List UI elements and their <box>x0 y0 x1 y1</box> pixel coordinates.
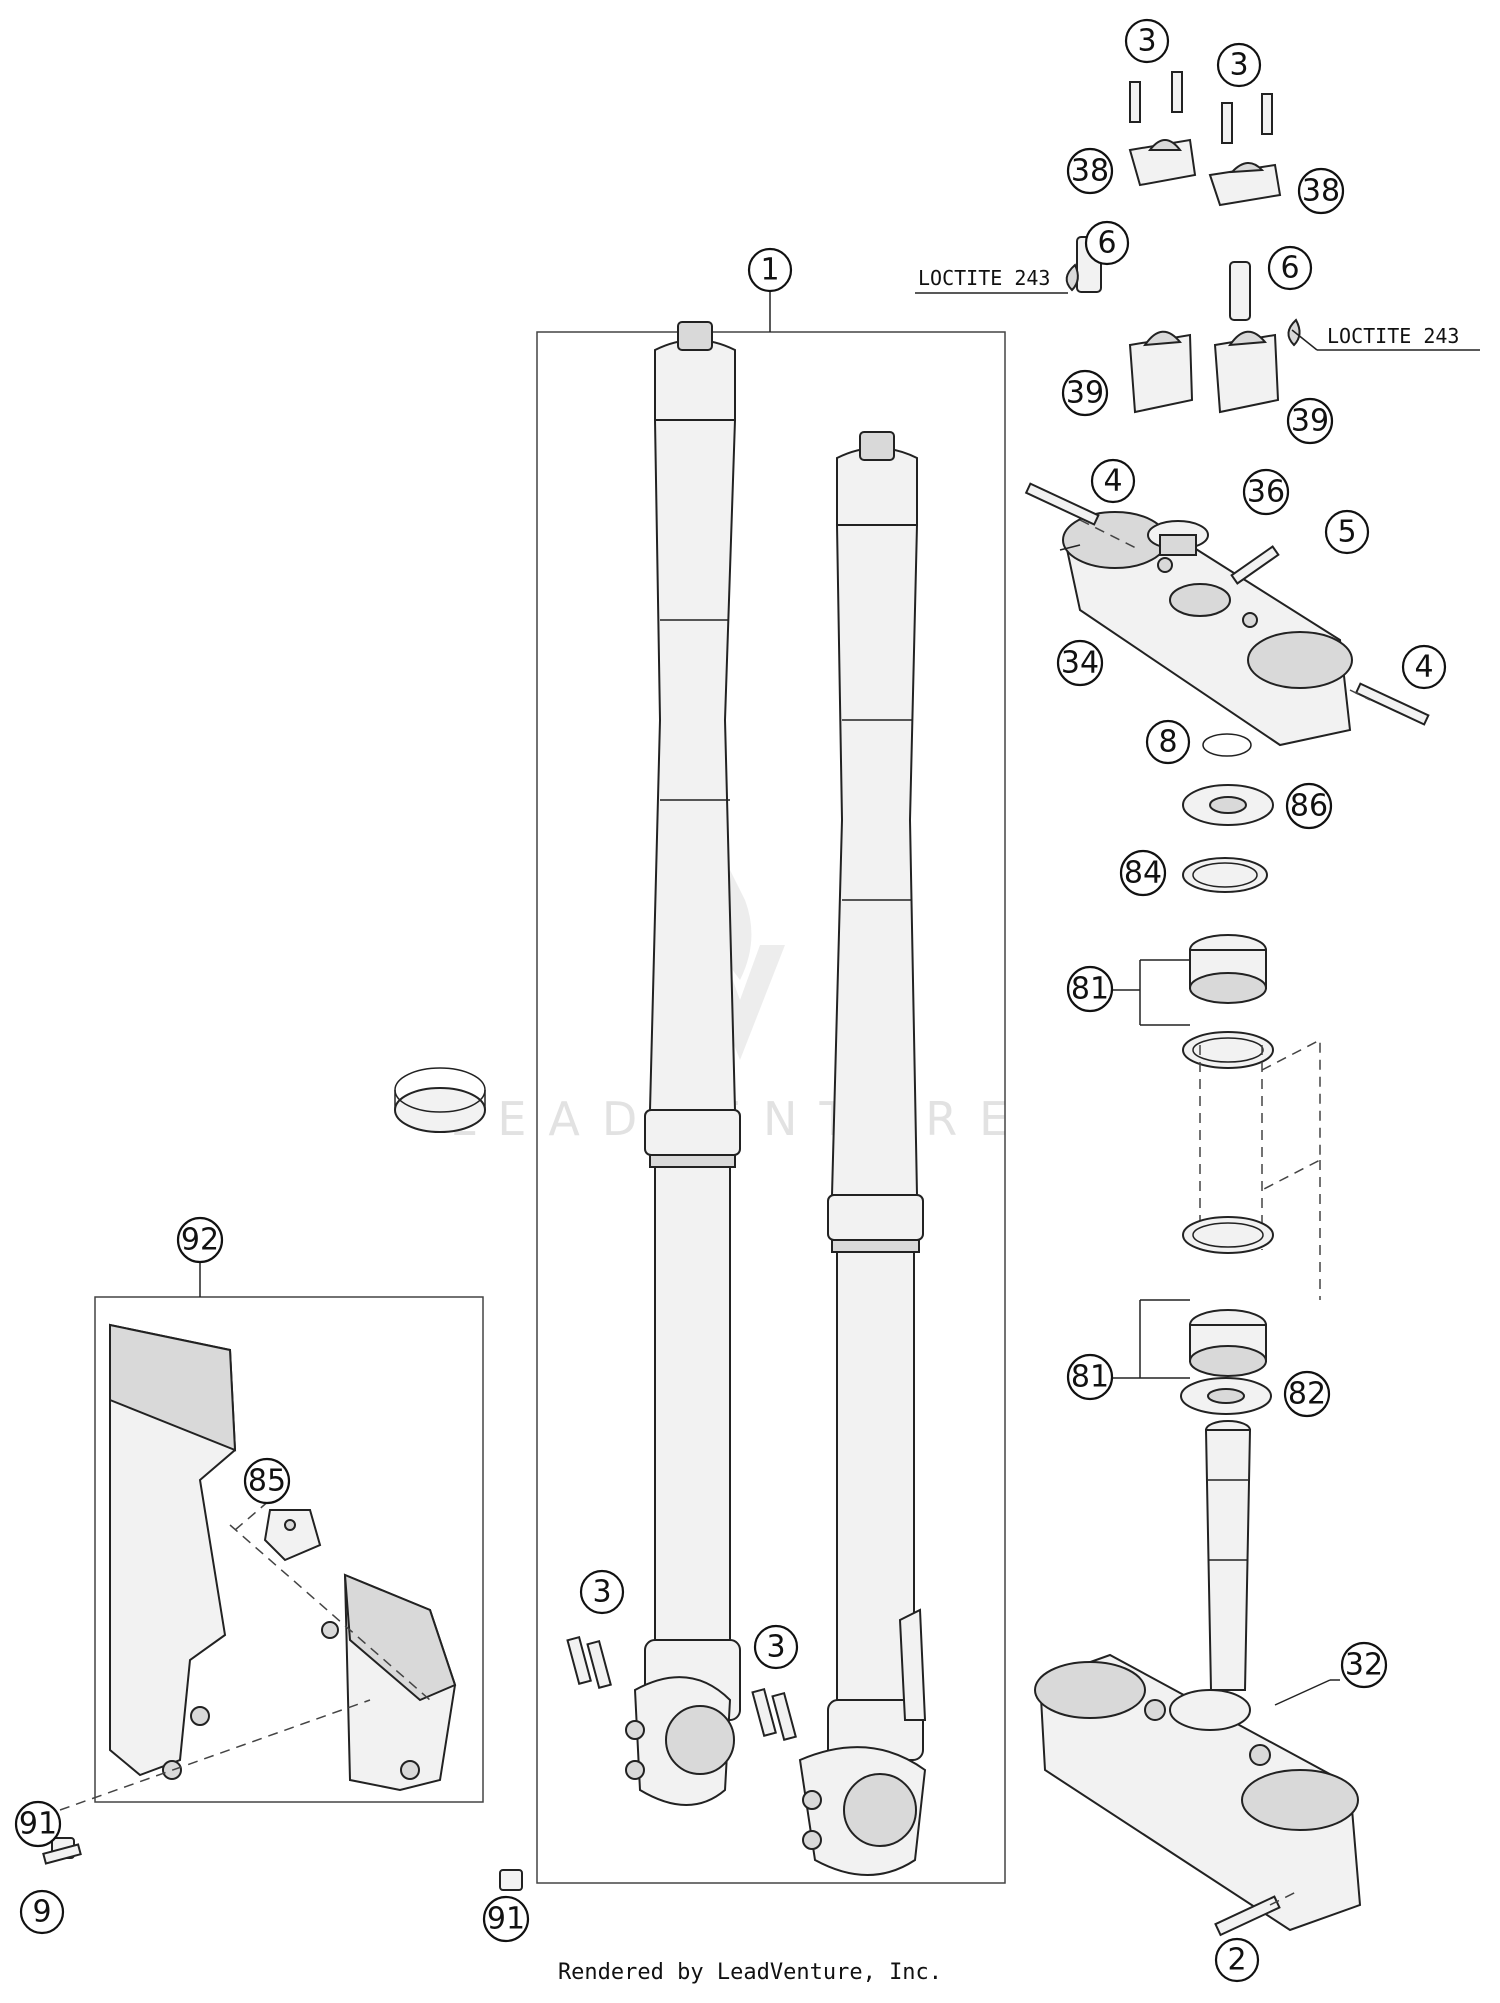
seal-ring-84 <box>1182 857 1268 893</box>
callout-8-label: 8 <box>1158 725 1177 760</box>
callout-32-label: 32 <box>1345 1648 1383 1683</box>
callout-38-label: 38 <box>1071 154 1109 189</box>
callout-91-right: 91 <box>482 1895 530 1943</box>
bolt-6-right <box>1229 261 1251 321</box>
callout-9: 9 <box>19 1889 65 1935</box>
loctite-label-left: LOCTITE 243 <box>918 266 1050 290</box>
callout-86: 86 <box>1285 782 1333 830</box>
bolt-set-fork-right <box>751 1687 797 1741</box>
callout-3-label: 3 <box>1137 24 1156 59</box>
loctite-label-right: LOCTITE 243 <box>1327 324 1459 348</box>
callout-3-top-left: 3 <box>1124 18 1170 64</box>
loctite-note-right: LOCTITE 243 <box>1327 324 1459 348</box>
bolt-4-upper <box>1024 482 1100 526</box>
callout-4-lower: 4 <box>1401 644 1447 690</box>
callout-3-label: 3 <box>766 1630 785 1665</box>
callout-81-label: 81 <box>1071 1360 1109 1395</box>
fork-leg-left <box>625 321 741 1806</box>
bolt-9 <box>42 1843 82 1865</box>
clamp-39-left <box>1128 330 1194 414</box>
fork-leg-right <box>798 431 927 1876</box>
lower-triple-clamp <box>1034 1653 1362 1932</box>
callout-38-right: 38 <box>1297 167 1345 215</box>
callout-85-label: 85 <box>248 1464 286 1499</box>
callout-36-label: 36 <box>1247 475 1285 510</box>
callout-84: 84 <box>1119 849 1167 897</box>
callout-92: 92 <box>176 1216 224 1264</box>
callout-6-label: 6 <box>1097 226 1116 261</box>
fork-assembly-frame <box>536 331 1006 1884</box>
callout-5-label: 5 <box>1337 515 1356 550</box>
callout-8: 8 <box>1145 719 1191 765</box>
nut-36 <box>1147 520 1209 556</box>
o-ring-8 <box>1202 733 1252 757</box>
render-credit: Rendered by LeadVenture, Inc. <box>557 1960 943 1985</box>
callout-91-label: 91 <box>487 1902 525 1937</box>
clamp-bolts-upper <box>1129 71 1273 144</box>
loctite-note-left: LOCTITE 243 <box>918 266 1050 290</box>
callout-85: 85 <box>243 1457 291 1505</box>
callout-82: 82 <box>1283 1370 1331 1418</box>
callout-4-label: 4 <box>1414 650 1433 685</box>
callout-9-label: 9 <box>32 1895 51 1930</box>
callout-81-label: 81 <box>1071 972 1109 1007</box>
callout-38-left: 38 <box>1066 147 1114 195</box>
steering-head-outline <box>1199 1038 1321 1300</box>
callout-4-upper: 4 <box>1090 458 1136 504</box>
bolt-4-lower <box>1354 682 1430 726</box>
callout-3-top-right: 3 <box>1216 42 1262 88</box>
callout-84-label: 84 <box>1124 856 1162 891</box>
dust-seal-86 <box>1182 784 1274 826</box>
spare-ring <box>394 1067 486 1133</box>
fork-protector-right <box>321 1573 457 1792</box>
callout-3-label: 3 <box>592 1575 611 1610</box>
callout-3-fork-left: 3 <box>579 1569 625 1615</box>
fork-protector-left <box>109 1323 237 1780</box>
bolt-set-fork-left <box>566 1635 612 1689</box>
bolt-91-right <box>499 1869 523 1891</box>
callout-5: 5 <box>1324 509 1370 555</box>
callout-39-label: 39 <box>1291 404 1329 439</box>
callout-6-left: 6 <box>1084 220 1130 266</box>
callout-34: 34 <box>1056 639 1104 687</box>
callout-1-label: 1 <box>760 253 779 288</box>
callout-2: 2 <box>1214 1937 1260 1983</box>
callout-3-fork-right: 3 <box>753 1624 799 1670</box>
callout-91-label: 91 <box>19 1807 57 1842</box>
callout-32: 32 <box>1340 1641 1388 1689</box>
fork-protector-frame <box>94 1296 484 1803</box>
dust-seal-82 <box>1180 1377 1272 1415</box>
callout-6-label: 6 <box>1280 251 1299 286</box>
callout-34-label: 34 <box>1061 646 1099 681</box>
callout-3-label: 3 <box>1229 48 1248 83</box>
callout-81-upper: 81 <box>1066 965 1114 1013</box>
upper-triple-clamp <box>1062 511 1353 747</box>
callout-91-left: 91 <box>14 1800 62 1848</box>
callout-2-label: 2 <box>1227 1943 1246 1978</box>
clamp-38-right <box>1208 162 1282 207</box>
callout-39-label: 39 <box>1066 376 1104 411</box>
callout-4-label: 4 <box>1103 464 1122 499</box>
callout-86-label: 86 <box>1290 789 1328 824</box>
bearing-81-upper <box>1182 934 1274 1069</box>
clamp-38-left <box>1128 138 1197 187</box>
protector-bracket <box>263 1509 322 1562</box>
callout-81-lower: 81 <box>1066 1353 1114 1401</box>
bearing-81-lower <box>1182 1216 1274 1377</box>
callout-39-left: 39 <box>1061 369 1109 417</box>
callout-1: 1 <box>747 247 793 293</box>
steering-stem <box>1204 1420 1252 1691</box>
callout-82-label: 82 <box>1288 1377 1326 1412</box>
loctite-drop-left <box>1065 263 1079 292</box>
callout-92-label: 92 <box>181 1223 219 1258</box>
callout-39-right: 39 <box>1286 397 1334 445</box>
callout-6-right: 6 <box>1267 245 1313 291</box>
clamp-39-right <box>1213 330 1280 414</box>
callout-38-label: 38 <box>1302 174 1340 209</box>
callout-36: 36 <box>1242 468 1290 516</box>
bolt-5 <box>1230 545 1280 585</box>
